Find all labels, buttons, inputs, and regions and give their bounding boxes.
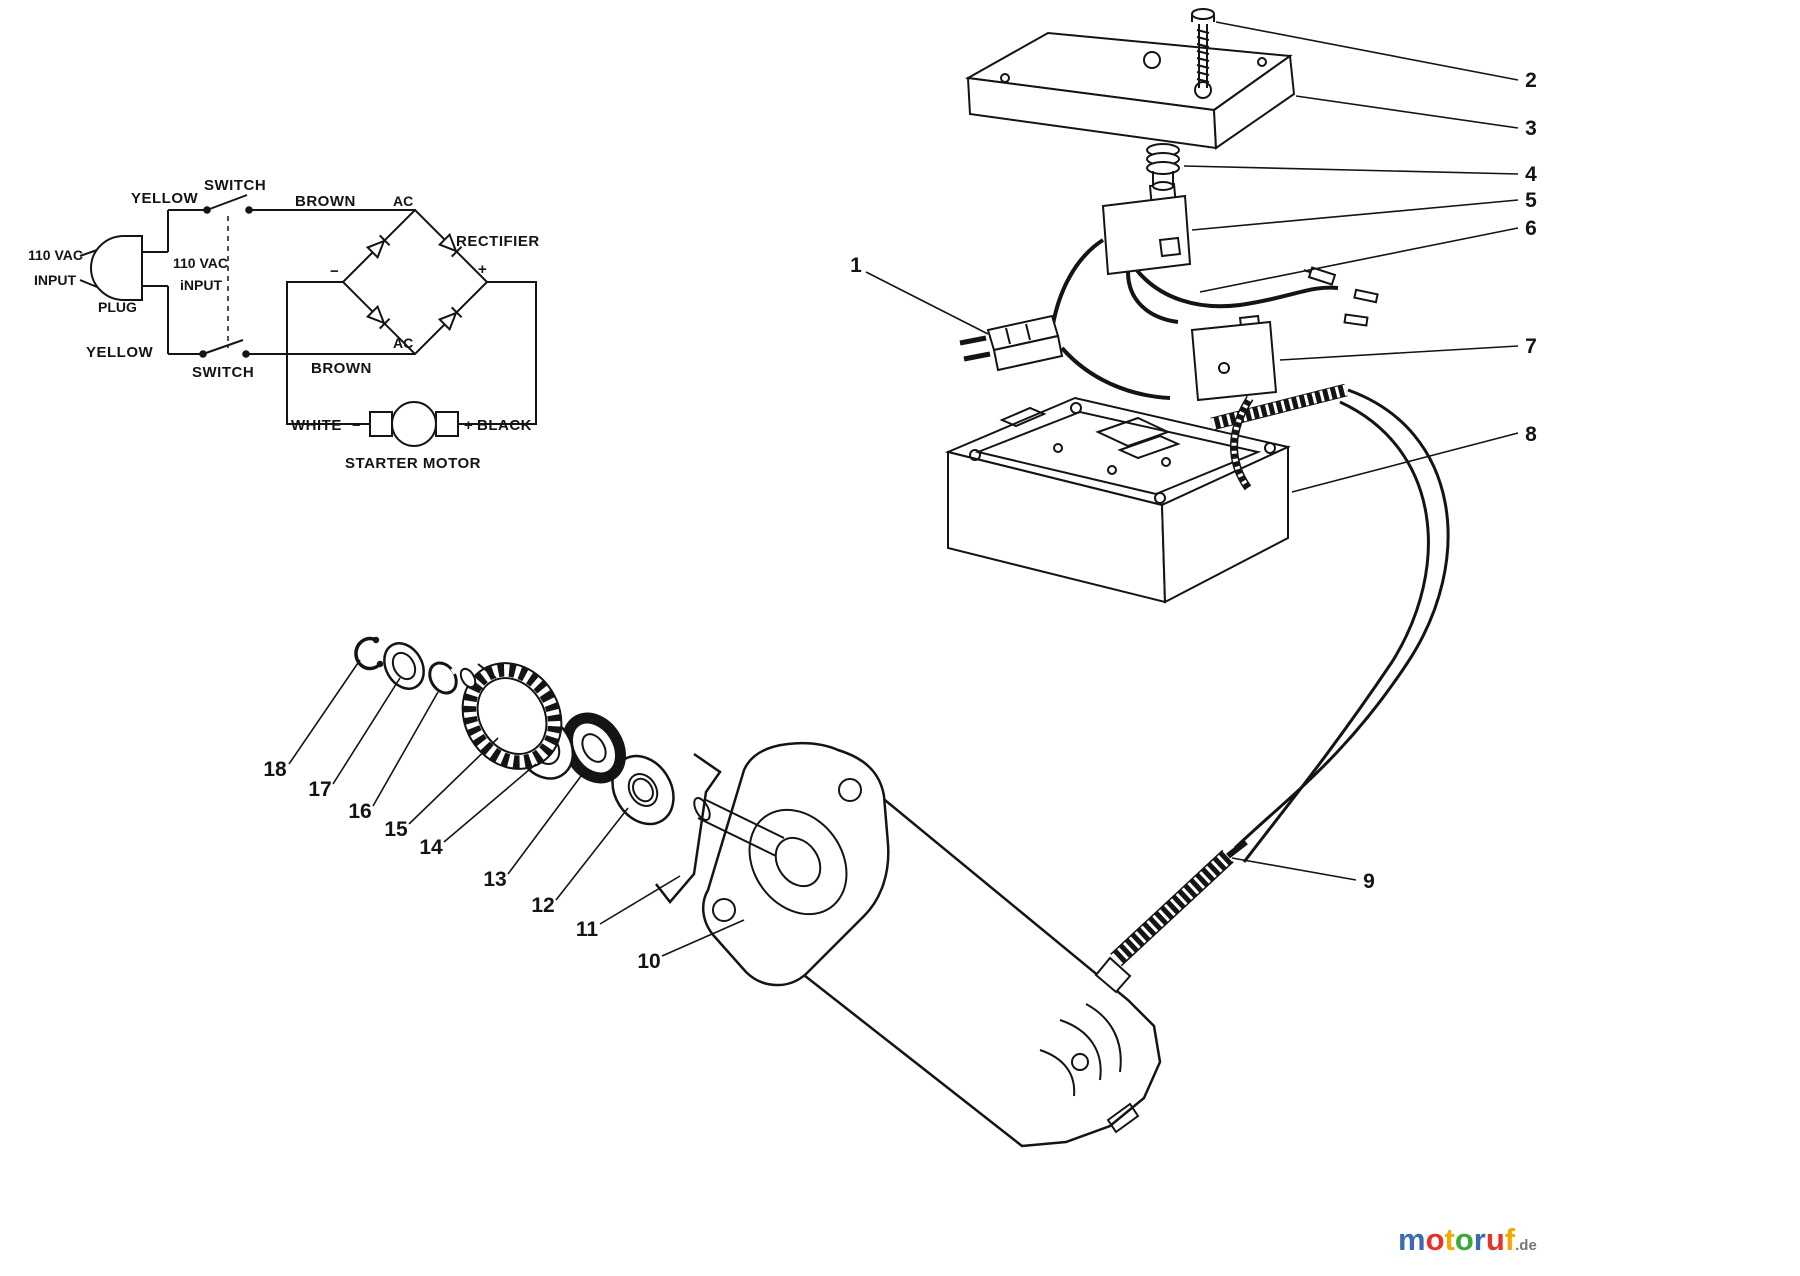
label-inner-input: iNPUT [180,277,222,293]
solenoid [1101,182,1192,276]
label-brown-top: BROWN [295,193,356,210]
callout-13: 13 [483,868,506,891]
callout-4: 4 [1525,163,1537,186]
gearbox-cover [964,31,1296,150]
rectifier-bridge [341,208,489,356]
label-motor-minus: − [352,417,361,434]
coiled-wire [1210,383,1348,491]
mounting-flange [701,742,890,987]
label-black: BLACK [477,417,532,434]
callout-14: 14 [419,836,443,859]
logo-letter: m [1398,1222,1426,1257]
label-ac-bottom: AC [393,335,413,351]
mounting-screw [1191,8,1215,88]
label-yellow-top: YELLOW [131,190,199,207]
callout-16: 16 [348,800,371,823]
motor-loop-wires [286,281,537,425]
logo-letter: t [1444,1222,1455,1257]
label-bridge-minus: − [330,263,339,280]
retaining-ring [428,661,461,695]
callout-17: 17 [308,778,331,801]
callout-15: 15 [384,818,408,841]
callout-18: 18 [263,758,287,781]
label-bridge-plus: + [478,261,487,278]
spade-terminals [1303,266,1379,327]
label-starter-motor: STARTER MOTOR [345,455,481,472]
callout-numbers: 1 2 3 4 5 6 7 8 9 10 11 12 13 14 15 16 1… [263,69,1537,973]
label-110vac-input-2: INPUT [34,272,76,288]
callout-leader-lines [288,21,1519,957]
callout-8: 8 [1525,423,1537,446]
logo-letter: o [1425,1222,1445,1257]
gearbox-base [944,396,1292,604]
terminal-box [1190,314,1278,402]
solenoid-wire-harness [1050,238,1339,400]
label-switch-top: SWITCH [204,177,266,194]
label-motor-plus: + [464,417,473,434]
thrust-washer [383,642,425,690]
motor-housing [798,793,1162,1148]
logo-letter: f [1504,1222,1516,1257]
label-110vac-input-1: 110 VAC [28,247,83,263]
pivot-bracket [655,752,722,904]
label-white: WHITE [291,417,342,434]
callout-1: 1 [850,254,862,277]
exploded-upper-assembly [944,8,1450,863]
label-brown-bottom: BROWN [311,360,372,377]
watermark-logo[interactable]: motoruf.de [1398,1222,1537,1258]
plug-symbol [79,235,168,301]
plunger-spring [1146,143,1180,191]
drive-gear [459,662,563,770]
power-plug [959,314,1064,372]
label-switch-bottom: SWITCH [192,364,254,381]
motor-assembly [354,636,1248,1148]
wiring-schematic [79,194,537,447]
callout-12: 12 [531,894,554,917]
callout-9: 9 [1363,870,1375,893]
switch-top [167,194,415,252]
callout-6: 6 [1525,217,1537,240]
callout-7: 7 [1525,335,1537,358]
schematic-labels: 110 VAC INPUT PLUG YELLOW SWITCH BROWN A… [28,177,540,472]
callout-11: 11 [576,918,599,941]
switch-bottom [167,286,415,358]
logo-letter: u [1485,1222,1505,1257]
label-plug: PLUG [98,299,137,315]
logo-letter: o [1454,1222,1474,1257]
logo-suffix: .de [1515,1237,1537,1254]
snap-ring [354,636,384,671]
callout-10: 10 [637,950,660,973]
armature-shaft-spring [1094,839,1248,994]
label-rectifier: RECTIFIER [456,233,540,250]
callout-5: 5 [1525,189,1537,212]
pinion-shaft [693,797,785,857]
flat-washer [611,754,675,826]
rubber-seal-ring [562,712,626,784]
logo-letter: r [1473,1222,1486,1257]
callout-2: 2 [1525,69,1537,92]
label-yellow-bottom: YELLOW [86,344,154,361]
label-ac-top: AC [393,193,413,209]
wire-harness-arc [1233,388,1450,863]
callout-3: 3 [1525,117,1537,140]
label-inner-110vac: 110 VAC [173,255,228,271]
starter-motor-symbol [369,401,459,447]
